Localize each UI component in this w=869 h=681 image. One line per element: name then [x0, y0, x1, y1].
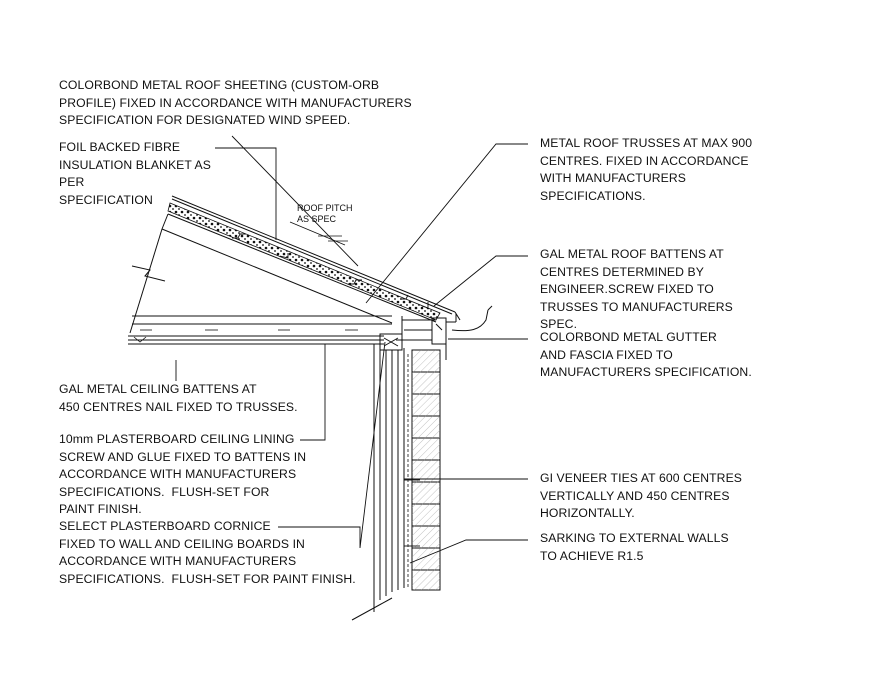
soffit: [396, 316, 436, 350]
leader-roof-sheeting: [231, 135, 359, 267]
label-ceiling-battens: GAL METAL CEILING BATTENS AT 450 CENTRES…: [59, 382, 298, 414]
leader-sarking: [409, 539, 528, 564]
leader-battens: [433, 255, 528, 307]
label-trusses: METAL ROOF TRUSSES AT MAX 900 CENTRES. F…: [540, 136, 753, 203]
roof-batten-profiles: [232, 233, 429, 309]
label-veneer-ties: GI VENEER TIES AT 600 CENTRES VERTICALLY…: [540, 471, 743, 520]
leader-insulation: [215, 147, 277, 240]
label-plasterboard: 10mm PLASTERBOARD CEILING LINING SCREW A…: [59, 432, 307, 516]
base-line: [351, 597, 393, 621]
ceiling-bottom-chord: [128, 315, 392, 345]
leader-cornice: [278, 341, 386, 549]
label-battens: GAL METAL ROOF BATTENS AT CENTRES DETERM…: [540, 247, 733, 331]
leader-plasterboard: [300, 344, 326, 441]
roof-pitch-indicator: [289, 221, 348, 246]
ceiling-batten-marks: [133, 329, 358, 343]
fascia-gutter: [431, 305, 493, 360]
break-symbol: [131, 265, 166, 282]
label-gutter: COLORBOND METAL GUTTER AND FASCIA FIXED …: [540, 330, 752, 379]
roof-sheeting: [171, 195, 461, 321]
wall-frame: [373, 344, 405, 612]
veneer-ties: [404, 479, 420, 547]
label-insulation: FOIL BACKED FIBRE INSULATION BLANKET AS …: [59, 140, 212, 207]
label-cornice: SELECT PLASTERBOARD CORNICE FIXED TO WAL…: [59, 519, 356, 586]
label-roof-pitch: ROOF PITCH AS SPEC: [297, 203, 353, 224]
label-roof-sheeting: COLORBOND METAL ROOF SHEETING (CUSTOM-OR…: [59, 78, 412, 127]
leader-trusses: [365, 143, 528, 304]
label-sarking: SARKING TO EXTERNAL WALLS TO ACHIEVE R1.…: [540, 531, 729, 563]
brick-veneer: [411, 349, 441, 591]
